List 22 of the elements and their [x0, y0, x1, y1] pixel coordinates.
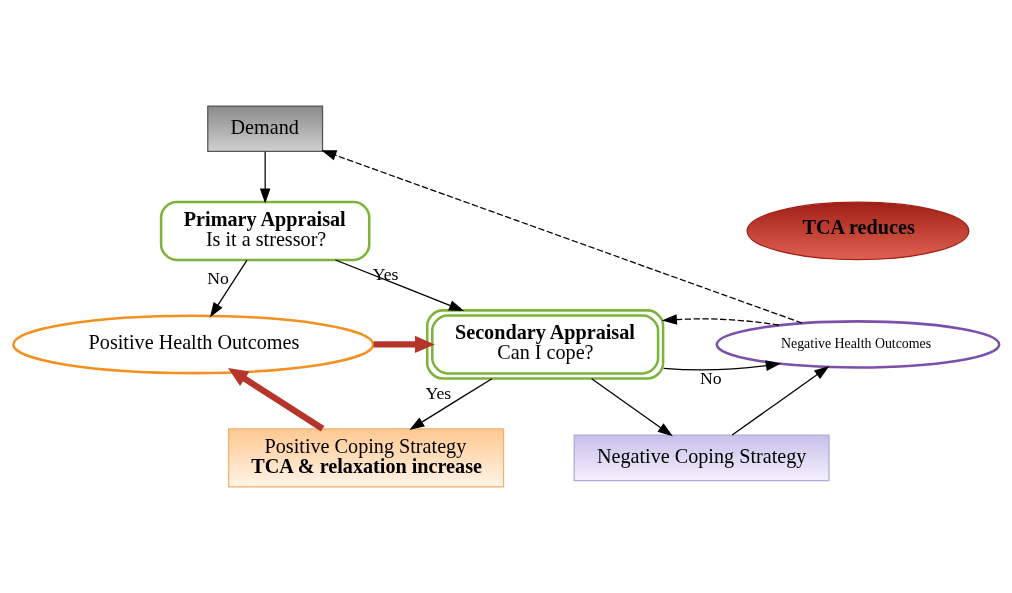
node-ellipse: TCA reduces: [746, 201, 970, 261]
node-ellipse: Positive Health Outcomes: [12, 314, 375, 375]
edge-label: Yes: [425, 382, 452, 403]
node-box: Positive Coping Strategy TCA & relaxation increase: [227, 428, 505, 488]
node-box: Demand: [207, 105, 324, 153]
arrow: [591, 378, 673, 437]
arrow: [731, 366, 830, 436]
node-box: Primary Appraisal Is it a stressor?: [159, 200, 371, 262]
arrow: [321, 150, 803, 324]
arrow: [661, 314, 780, 326]
arrow: [209, 259, 248, 318]
edge-label: No: [207, 267, 229, 288]
arrow: [663, 360, 781, 371]
arrow: [373, 335, 435, 354]
edge-label: No: [699, 367, 722, 388]
arrow: [259, 151, 271, 204]
node-box: Secondary Appraisal Can I cope?: [426, 309, 665, 380]
arrow: [228, 368, 325, 432]
node-box: Negative Coping Strategy: [573, 434, 830, 482]
arrow: [334, 259, 465, 312]
edge-label: Yes: [372, 264, 399, 285]
arrow: [409, 378, 493, 430]
